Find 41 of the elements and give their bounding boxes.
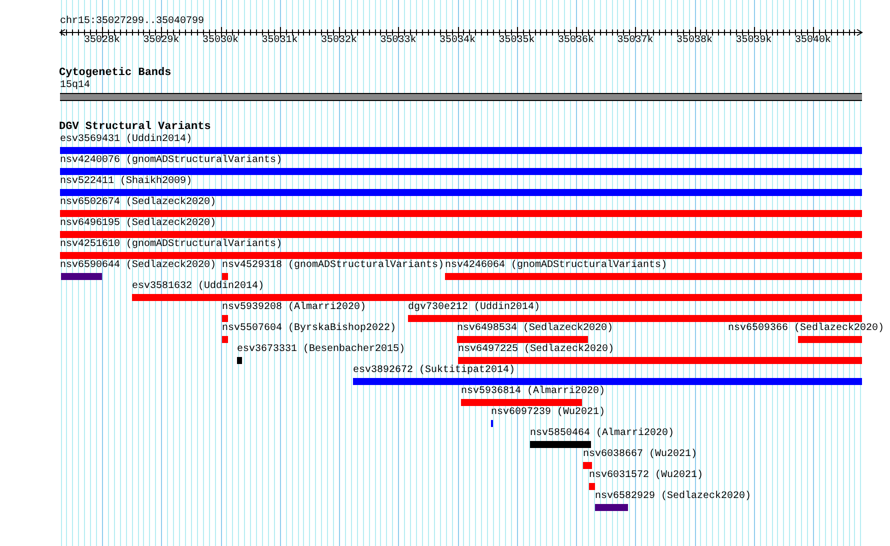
tick-label: 35035k <box>498 35 535 47</box>
variant-label: nsv4529318 (gnomADStructuralVariants) <box>222 260 444 272</box>
locus-label: chr15:35027299..35040799 <box>60 16 204 28</box>
variant-label: nsv4251610 (gnomADStructuralVariants) <box>60 239 282 251</box>
variant-label: esv3569431 (Uddin2014) <box>60 134 192 146</box>
tick-label: 35031k <box>262 35 298 47</box>
tick-label: 35034k <box>440 35 476 47</box>
variant-label: nsv6497225 (Sedlazeck2020) <box>458 344 614 356</box>
tick-label: 35038k <box>676 35 712 47</box>
variant-label: nsv4246064 (gnomADStructuralVariants) <box>445 260 668 272</box>
variant-label: nsv5507604 (ByrskaBishop2022) <box>222 323 396 335</box>
track-heading: Cytogenetic Bands <box>59 67 172 79</box>
tick-label: 35037k <box>617 35 654 47</box>
tick-label: 35033k <box>380 35 416 47</box>
band-label: 15q14 <box>60 80 90 92</box>
variant-label: nsv5850464 (Almarri2020) <box>530 428 674 440</box>
variant-label: nsv522411 (Shaikh2009) <box>60 176 192 188</box>
tick-label: 35036k <box>558 35 594 47</box>
variant-label: nsv6509366 (Sedlazeck2020) <box>728 323 884 335</box>
variant-label: esv3892672 (Suktitipat2014) <box>353 365 516 377</box>
variant-label: esv3581632 (Uddin2014) <box>132 281 264 293</box>
variant-label: nsv6590644 (Sedlazeck2020) <box>60 260 216 272</box>
tick-label: 35040k <box>795 35 831 47</box>
tick-label: 35039k <box>736 35 772 47</box>
variant-label: nsv5936814 (Almarri2020) <box>461 386 606 398</box>
variant-label: dgv730e212 (Uddin2014) <box>408 302 540 314</box>
variant-label: nsv6498534 (Sedlazeck2020) <box>457 323 614 335</box>
tick-label: 35028k <box>84 35 120 47</box>
tick-label: 35030k <box>202 35 238 47</box>
variant-label: nsv6038667 (Wu2021) <box>583 449 698 461</box>
variant-label: nsv4240076 (gnomADStructuralVariants) <box>60 155 282 167</box>
variant-label: nsv6502674 (Sedlazeck2020) <box>60 197 216 209</box>
variant-label: esv3673331 (Besenbacher2015) <box>237 344 406 356</box>
variant-label: nsv6582929 (Sedlazeck2020) <box>595 491 752 503</box>
tick-label: 35032k <box>321 35 357 47</box>
variant-label: nsv6496195 (Sedlazeck2020) <box>60 218 216 230</box>
variant-label: nsv5939208 (Almarri2020) <box>222 302 366 314</box>
variant-label: nsv6097239 (Wu2021) <box>491 407 606 419</box>
track-heading: DGV Structural Variants <box>59 121 211 133</box>
tick-label: 35029k <box>143 35 180 47</box>
variant-label: nsv6031572 (Wu2021) <box>589 470 704 482</box>
